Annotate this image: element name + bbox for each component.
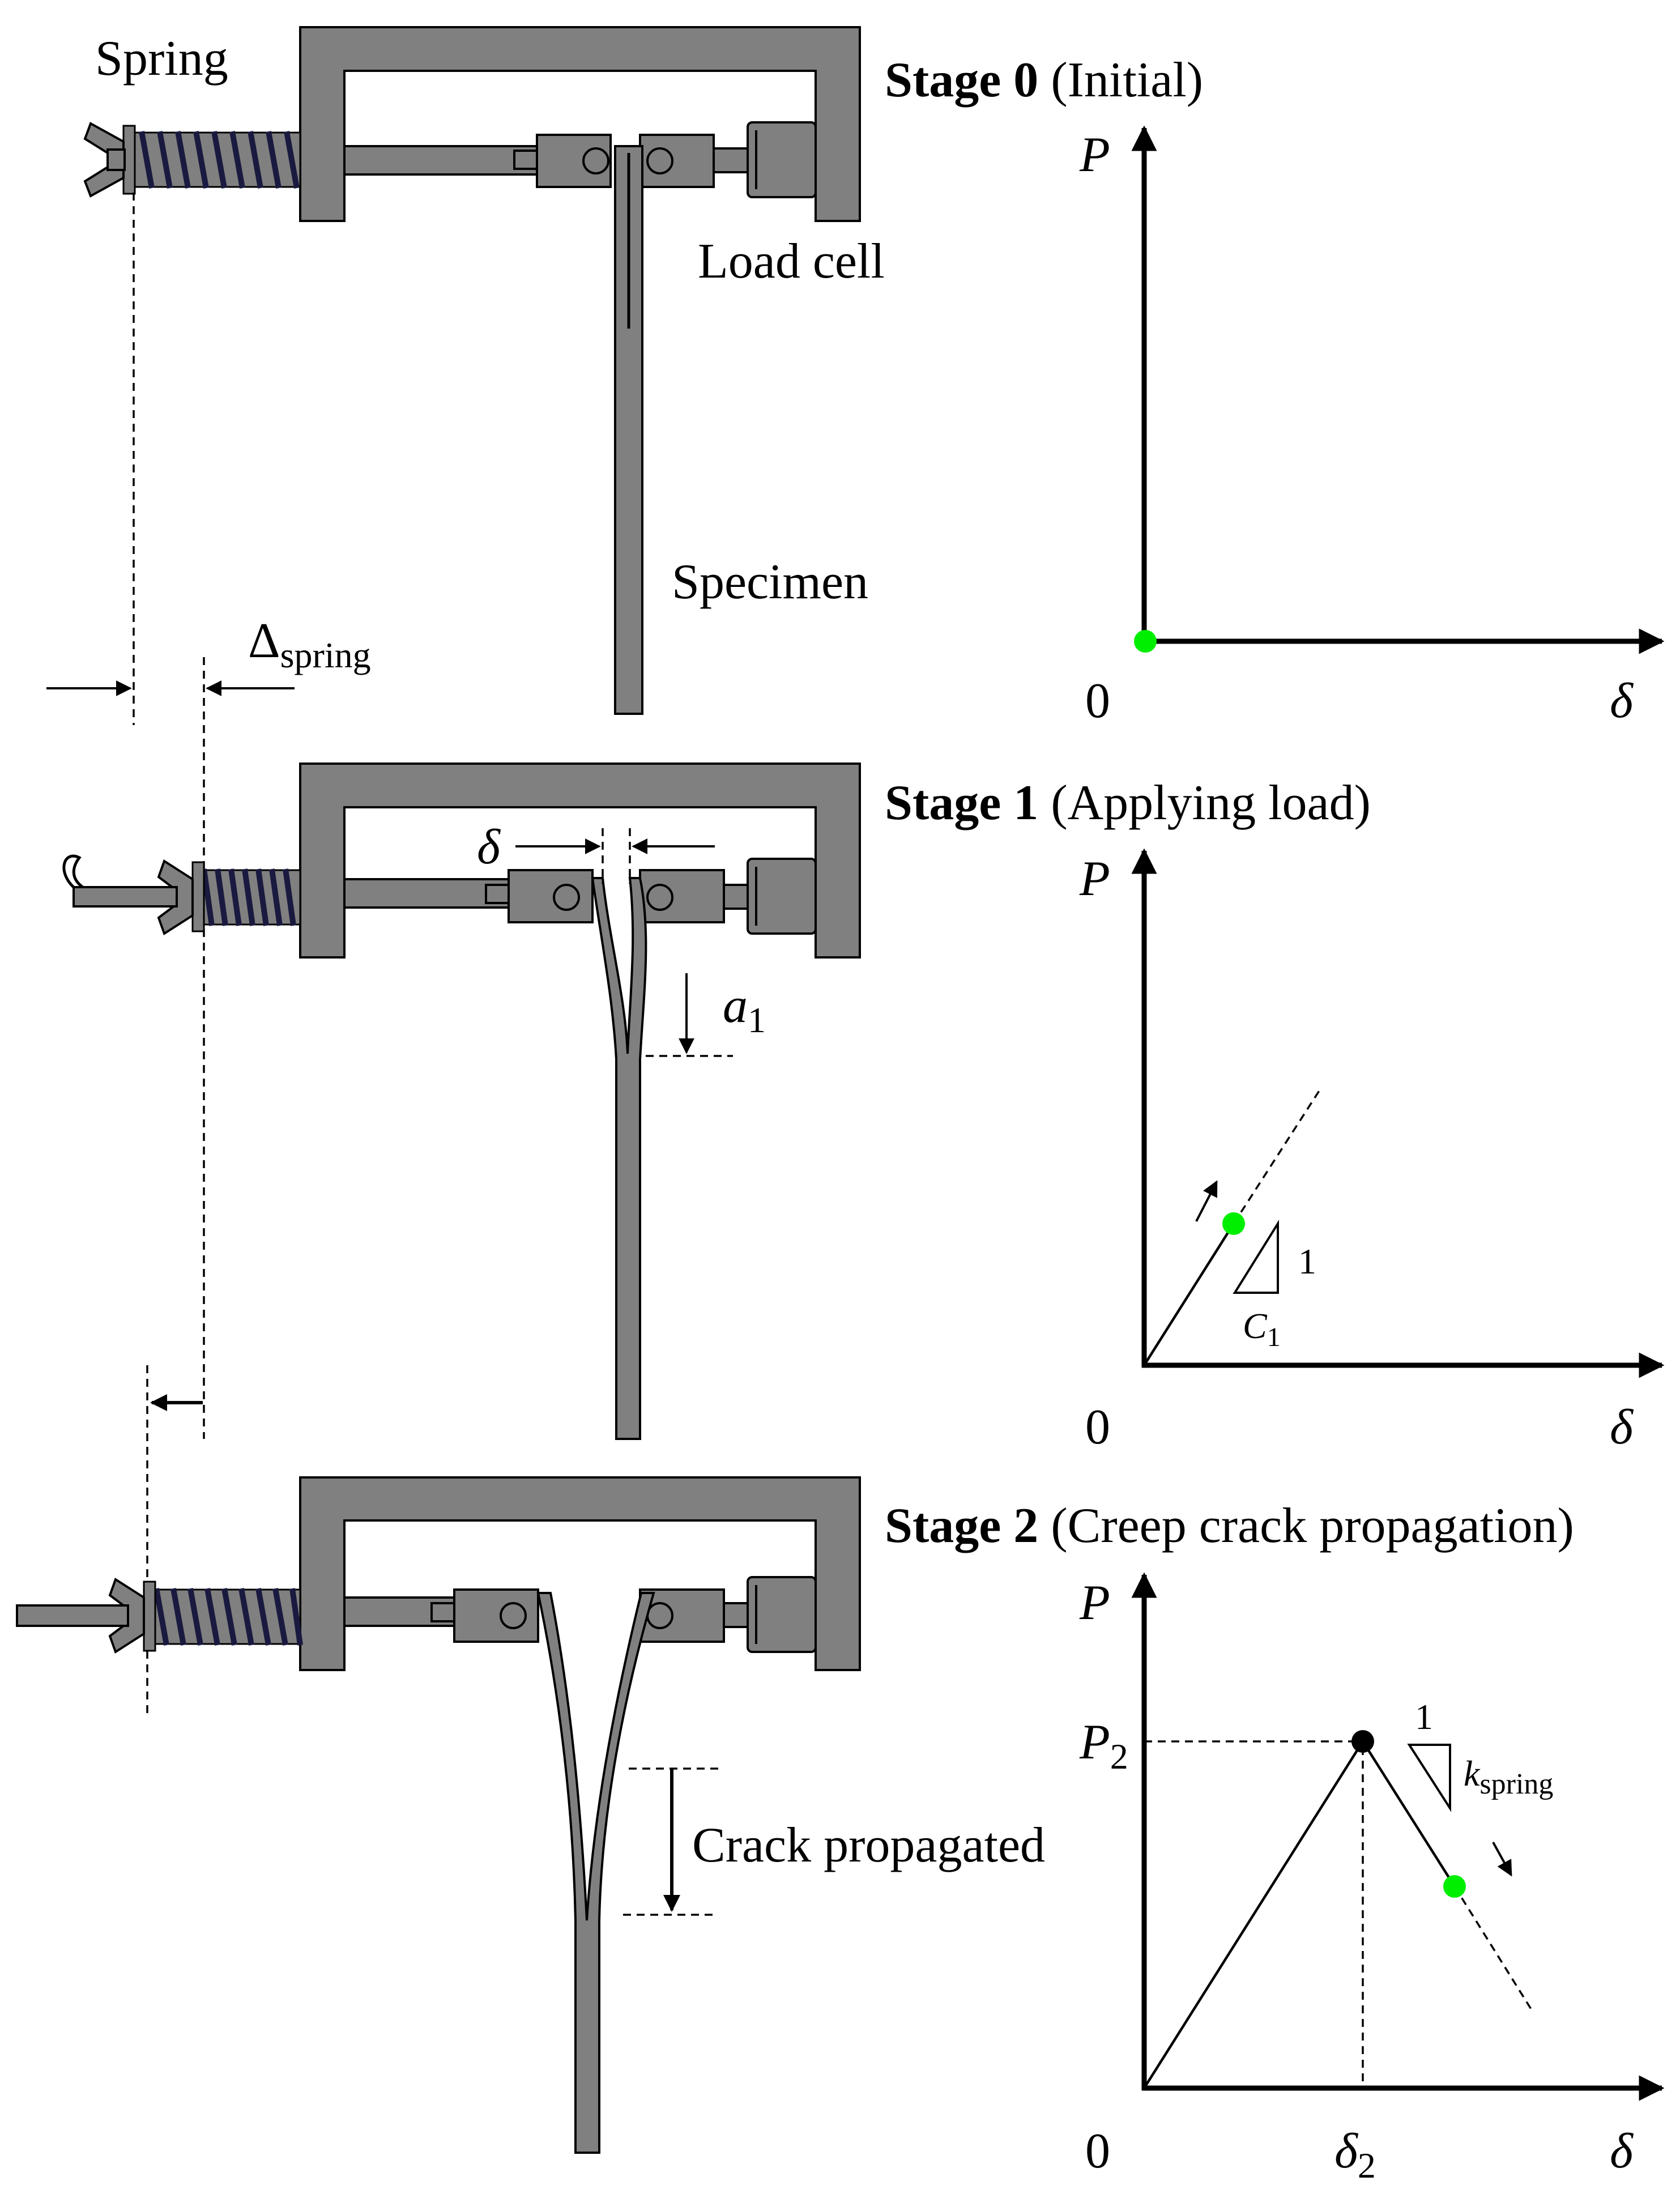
stage0-rod (343, 145, 544, 176)
stage1-load-cell (747, 858, 817, 935)
stage0-title: Stage 0 (Initial) (885, 53, 1203, 108)
stage2-grip-right (639, 1588, 725, 1643)
load-cell-label: Load cell (698, 234, 885, 289)
crack-propagated-label: Crack propagated (692, 1818, 1045, 1873)
plot1-origin: 0 (1085, 1400, 1110, 1455)
plot2-origin: 0 (1085, 2124, 1110, 2179)
stage2-apparatus (16, 1476, 861, 2154)
stage2-bolt (16, 1604, 129, 1627)
plot2-loading-line (1143, 1740, 1364, 2089)
stage2-title: Stage 2 (Creep crack propagation) (885, 1498, 1574, 1553)
stage0-apparatus (83, 26, 861, 715)
stage0-load-cell (747, 121, 817, 198)
plot1-load-line-extension (1233, 1089, 1321, 1224)
delta-spring-indicator (46, 193, 295, 1716)
spring-label: Spring (95, 31, 228, 86)
stage0-rod-tip (513, 150, 538, 170)
stage1-grip-right (639, 869, 725, 923)
stage2-grip-left (453, 1588, 539, 1643)
plot1-y-label: P (1079, 851, 1110, 906)
plot0-y-label: P (1079, 127, 1110, 182)
plot2-p2-label: P2 (1079, 1715, 1128, 1777)
plot1-slope-triangle (1233, 1220, 1279, 1294)
plot2-delta2-label: δ2 (1334, 2124, 1376, 2186)
plot2 (1131, 1572, 1665, 2101)
specimen-label: Specimen (672, 555, 868, 610)
plot1-current-point (1222, 1212, 1245, 1235)
plot1-x-label: δ (1610, 1400, 1634, 1455)
stage2-spring (143, 1581, 303, 1652)
plot2-unloading-extension (1453, 1886, 1533, 2010)
stage1-apparatus (62, 763, 861, 1440)
plot2-unloading-line (1362, 1740, 1456, 1888)
plot1 (1131, 848, 1665, 1378)
plot2-current-point (1443, 1875, 1466, 1898)
plot2-x-label: δ (1610, 2124, 1634, 2179)
stage1-spring (191, 861, 301, 932)
stage1-specimen (591, 877, 647, 1440)
crack-length-label: a1 (723, 978, 766, 1040)
plot0 (1131, 125, 1665, 654)
stage0-grip-right (639, 134, 715, 188)
stage1-frame (299, 763, 861, 959)
plot0-x-label: δ (1610, 674, 1634, 729)
plot2-slope-triangle (1407, 1744, 1451, 1812)
plot2-y-label: P (1079, 1575, 1110, 1630)
delta-spring-label: Δspring (248, 614, 371, 675)
plot0-origin: 0 (1085, 674, 1110, 729)
plot1-slope-run: C1 (1243, 1306, 1281, 1352)
stage2-load-cell (747, 1576, 817, 1653)
plot2-slope-run: kspring (1464, 1753, 1553, 1800)
stage0-frame (299, 26, 861, 222)
plot1-load-line (1143, 1222, 1235, 1366)
delta-opening-label: δ (477, 820, 501, 875)
plot2-peak-point (1351, 1730, 1374, 1753)
stage1-title: Stage 1 (Applying load) (885, 776, 1371, 830)
stage0-spring (122, 125, 301, 195)
stage0-load-cell-stem (713, 147, 749, 173)
plot0-current-point (1134, 630, 1157, 653)
stage0-grip-left (536, 134, 612, 188)
stage2-specimen (536, 1592, 655, 2154)
stage2-frame (299, 1476, 861, 1671)
plot2-slope-rise: 1 (1415, 1697, 1433, 1737)
stage1-bolt (73, 886, 178, 908)
plot1-slope-rise: 1 (1298, 1241, 1316, 1281)
